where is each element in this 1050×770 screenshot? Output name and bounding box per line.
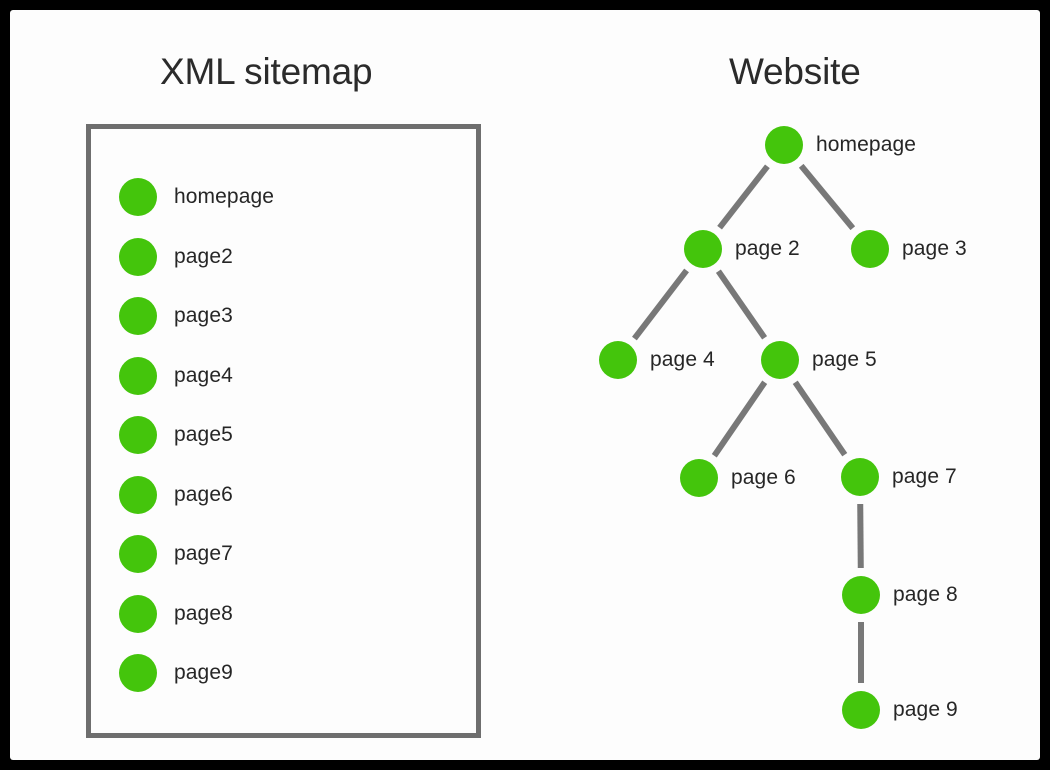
page-node-icon [599,341,637,379]
list-item[interactable]: page8 [119,595,233,633]
tree-node-label: page 9 [893,698,958,721]
tree-node-page9[interactable]: page 9 [842,691,958,729]
list-item-label: page5 [174,423,233,446]
diagram-card: XML sitemap homepage page2 page3 page4 page5… [10,10,1040,760]
list-item-label: page6 [174,483,233,506]
tree-node-page7[interactable]: page 7 [841,458,957,496]
xml-sitemap-title: XML sitemap [160,51,373,92]
page-node-icon [119,178,157,216]
website-title: Website [729,51,861,92]
tree-node-homepage[interactable]: homepage [765,126,916,164]
page-node-icon [119,476,157,514]
tree-node-label: page 3 [902,237,967,260]
tree-node-label: homepage [816,133,917,156]
tree-node-label: page 7 [892,465,957,488]
tree-node-label: page 4 [650,348,715,371]
list-item[interactable]: page2 [119,238,233,276]
list-item[interactable]: page5 [119,416,233,454]
page-node-icon [119,297,157,335]
list-item[interactable]: page9 [119,654,233,692]
list-item[interactable]: page4 [119,357,233,395]
list-item-label: page3 [174,304,233,327]
tree-node-label: page 6 [731,466,796,489]
page-node-icon [119,238,157,276]
tree-node-page8[interactable]: page 8 [842,576,958,614]
page-node-icon [842,691,880,729]
tree-node-page2[interactable]: page 2 [684,230,800,268]
list-item-label: page7 [174,542,233,565]
list-item-label: page2 [174,245,233,268]
page-node-icon [684,230,722,268]
xml-sitemap-list: homepage page2 page3 page4 page5 page6 page7 pa… [86,124,481,738]
page-node-icon [119,416,157,454]
page-node-icon [119,654,157,692]
website-tree: homepage page 2 page 3 page 4 page 5 page 6 pa… [10,10,1040,760]
page-node-icon [119,595,157,633]
page-node-icon [119,535,157,573]
page-node-icon [765,126,803,164]
list-item-label: page4 [174,364,233,387]
list-item[interactable]: page7 [119,535,233,573]
page-node-icon [841,458,879,496]
page-node-icon [680,459,718,497]
page-node-icon [119,357,157,395]
tree-node-label: page 2 [735,237,800,260]
tree-node-label: page 8 [893,583,958,606]
tree-node-label: page 5 [812,348,877,371]
list-item-label: page9 [174,661,233,684]
page-node-icon [851,230,889,268]
tree-node-page4[interactable]: page 4 [599,341,715,379]
tree-node-page3[interactable]: page 3 [851,230,967,268]
list-item[interactable]: homepage [119,178,274,216]
list-item[interactable]: page3 [119,297,233,335]
list-item-label: homepage [174,185,275,208]
tree-node-page6[interactable]: page 6 [680,459,796,497]
list-item-label: page8 [174,602,233,625]
tree-node-page5[interactable]: page 5 [761,341,877,379]
page-node-icon [761,341,799,379]
list-item[interactable]: page6 [119,476,233,514]
page-node-icon [842,576,880,614]
